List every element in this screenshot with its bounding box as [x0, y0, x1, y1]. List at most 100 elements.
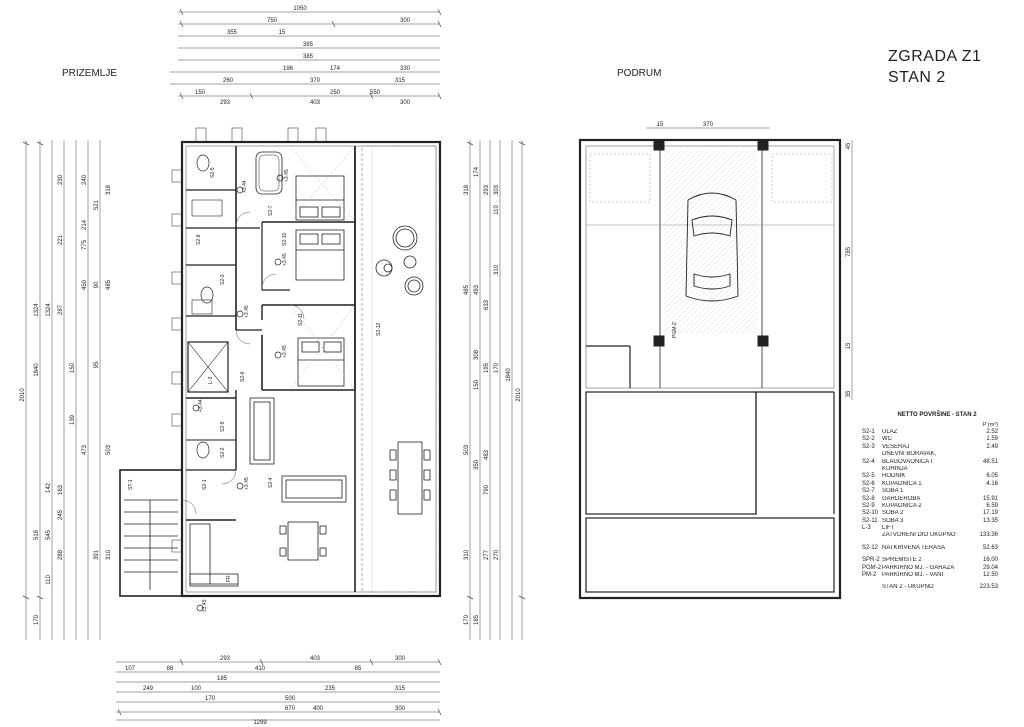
room-area: 12.50	[982, 572, 998, 579]
room-name: KUPAONICA 2	[882, 502, 922, 509]
dim-top-330: 330	[400, 66, 411, 72]
dim-top-385a: 385	[303, 42, 314, 48]
dim-left-516: 516	[34, 529, 40, 540]
room-code: S2-10	[862, 510, 879, 517]
bathtub	[255, 151, 283, 195]
room-name: VEŠERAJ	[882, 443, 910, 450]
dim-top-403: 403	[310, 100, 321, 106]
dim-right-277: 277	[484, 549, 490, 560]
ground-floor-outer-wall	[180, 140, 442, 598]
dim-right-170: 170	[494, 362, 500, 373]
room-area	[964, 488, 1012, 495]
dim-basement-15b: 15	[846, 342, 852, 349]
dim-bottom-total: 1299	[253, 720, 267, 726]
room-code: S2-5	[862, 473, 875, 480]
dim-left-245: 245	[58, 509, 64, 520]
dim-left-521: 521	[94, 199, 100, 210]
room-code	[862, 466, 882, 473]
dim-right-790: 790	[484, 484, 490, 495]
dim-basement-785: 785	[846, 246, 852, 257]
table-row: ZATVORENI DIO UKUPNO 133.36	[862, 532, 1012, 539]
dim-right-170b: 170	[464, 614, 470, 625]
dim-bottom-100: 100	[191, 686, 202, 692]
dim-right-150: 150	[474, 379, 480, 390]
level-marker-icon	[274, 351, 282, 359]
dim-bottom-185: 185	[217, 676, 228, 682]
room-code: S2-1	[862, 429, 875, 435]
level-marker-icon	[274, 258, 282, 266]
dim-right-318: 318	[464, 184, 470, 195]
dim-left-1840: 1840	[34, 363, 40, 377]
dim-left-318: 318	[106, 184, 112, 195]
dim-left-503: 503	[106, 444, 112, 455]
room-name: ULAZ	[882, 429, 898, 435]
room-label-s2-6: S2-6	[240, 371, 246, 382]
room-name: HODNIK	[882, 473, 906, 480]
level-label-7: +3.45	[244, 477, 250, 490]
dim-left-170: 170	[34, 614, 40, 625]
dim-bottom-403: 403	[310, 656, 321, 662]
level-marker-icon	[192, 404, 200, 412]
room-area: 133.36	[979, 532, 998, 539]
dim-top-250: 250	[330, 90, 341, 96]
dim-top-260: 260	[223, 78, 234, 84]
dim-bottom-88: 88	[167, 666, 174, 672]
room-code: PGM-2	[862, 564, 882, 571]
dim-left-163: 163	[58, 484, 64, 495]
room-code: S2-4	[862, 458, 875, 465]
table-row: S2-7 SOBA 1	[862, 488, 1012, 495]
dim-basement-35: 35	[846, 390, 852, 397]
dim-bottom-300b: 300	[395, 706, 406, 712]
room-code: S2-9	[862, 502, 875, 509]
room-code: S2-12	[862, 544, 879, 551]
level-label-5: +3.45	[282, 345, 288, 358]
dim-left-287: 287	[58, 304, 64, 315]
dim-bottom-249: 249	[143, 686, 154, 692]
dim-left-310: 310	[106, 549, 112, 560]
dim-bottom-85: 85	[355, 666, 362, 672]
room-name: PARKIRNO MJ. - VANI	[882, 572, 944, 579]
room-name: SOBA 1	[882, 488, 904, 495]
dim-left-485: 485	[106, 279, 112, 290]
room-code: S2-7	[862, 488, 875, 495]
dim-left-90: 90	[94, 281, 100, 288]
room-name: WC	[882, 436, 892, 443]
dim-left-230: 230	[58, 174, 64, 185]
kitchen-counter	[189, 523, 239, 587]
dim-top-15: 15	[279, 30, 286, 36]
dim-left-110: 110	[46, 575, 52, 585]
room-name: LIFT	[882, 525, 895, 532]
dim-right-270: 270	[494, 549, 500, 560]
dim-right-174: 174	[474, 166, 480, 177]
basement-label: PODRUM	[617, 68, 662, 79]
dining-table	[279, 521, 327, 561]
terrace-furniture	[375, 225, 431, 515]
room-label-s2-4: S2-4	[268, 477, 274, 488]
room-name: GARDEROBA	[882, 495, 921, 502]
basement-plan	[578, 138, 842, 600]
level-label-8: ±3.45	[202, 599, 208, 612]
dim-right-308: 308	[474, 349, 480, 360]
dim-right-633: 633	[484, 299, 490, 310]
dim-bottom-293: 293	[220, 656, 231, 662]
room-code: S2-6	[862, 480, 875, 487]
dim-right-195: 195	[484, 362, 490, 373]
dim-right-1840: 1840	[506, 368, 512, 382]
level-label-3: +3.45	[282, 253, 288, 266]
room-code: S2-8	[862, 495, 875, 502]
room-name: ZATVORENI DIO UKUPNO	[882, 532, 956, 539]
dim-top-370: 370	[310, 78, 321, 84]
dim-left-1324b: 1324	[46, 303, 52, 317]
dim-bottom-410: 410	[255, 666, 266, 672]
dim-right-110: 110	[494, 205, 500, 215]
dim-bottom-235: 235	[325, 686, 336, 692]
dim-bottom-670: 670	[285, 706, 296, 712]
dim-top-750: 750	[267, 18, 278, 24]
dim-right-303: 303	[494, 184, 500, 195]
